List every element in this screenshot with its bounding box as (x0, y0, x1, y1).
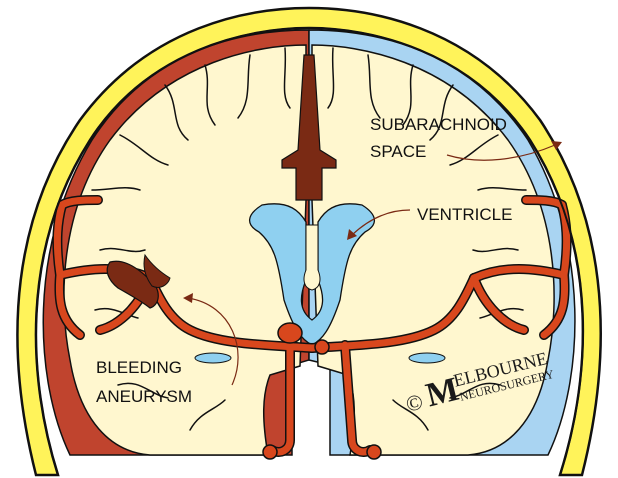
label-subarachnoid-line1: SUBARACHNOID (370, 115, 507, 134)
label-subarachnoid-line2: SPACE (370, 142, 426, 161)
label-ventricle: VENTRICLE (417, 205, 512, 224)
basilar-top (278, 323, 302, 343)
label-aneurysm: ANEURYSM (96, 387, 192, 406)
temporal-horn-left (195, 353, 231, 363)
label-bleeding: BLEEDING (96, 358, 182, 377)
carotid-left-end (263, 445, 277, 459)
septum (304, 225, 320, 290)
circle-of-willis (315, 340, 329, 354)
carotid-right-end (367, 445, 381, 459)
temporal-horn-right (409, 353, 445, 363)
